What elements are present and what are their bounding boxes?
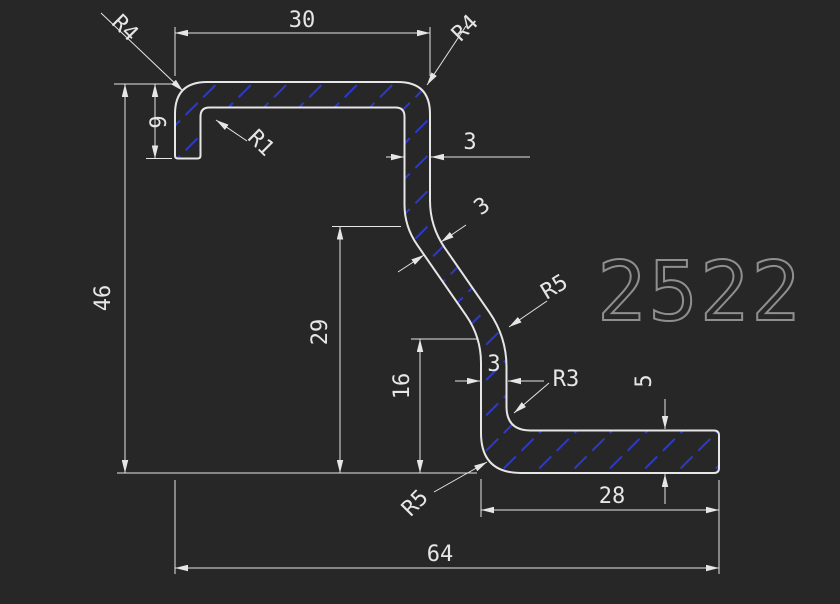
dim-text-wall-thickness-diagonal: 3: [470, 193, 495, 221]
dim-top-width: 30: [174, 8, 431, 76]
radius-text-lip-inner: R1: [242, 125, 278, 161]
leader-line: [100, 12, 184, 92]
leader-radius-mid-bend: R5: [508, 270, 573, 328]
dim-bottom-flange-length: 28: [480, 479, 719, 517]
dim-overall-height: 46: [91, 83, 477, 474]
leader-line: [426, 25, 467, 86]
dim-text-bottom-flange-thickness: 5: [632, 374, 657, 387]
part-number: 2522: [597, 245, 802, 340]
leader-line: [513, 382, 550, 414]
radius-text-top-left: R4: [106, 10, 142, 46]
dim-text-lower-wall-height: 16: [390, 373, 415, 400]
dim-bottom-flange-thickness: 5: [632, 374, 669, 504]
leader-line: [215, 119, 248, 142]
dim-text-overall-height: 46: [91, 285, 116, 312]
dim-web-height: 29: [308, 226, 401, 473]
dim-text-lip-height: 9: [147, 115, 172, 128]
dim-wall-thickness-lower: 3: [455, 352, 544, 385]
dim-text-wall-thickness-top: 3: [463, 130, 476, 155]
leader-radius-bottom-inner: R3: [513, 367, 580, 414]
dim-lower-wall-height: 16: [390, 338, 477, 473]
dim-lip-height: 9: [146, 84, 172, 159]
dim-overall-width: 64: [174, 480, 720, 574]
dim-text-overall-width: 64: [427, 542, 454, 567]
dim-text-wall-thickness-lower: 3: [487, 352, 500, 377]
leader-line: [508, 300, 548, 328]
radius-text-top-right: R4: [447, 10, 483, 46]
leader-radius-bottom-outer: R5: [397, 461, 488, 522]
leader-radius-top-left: R4: [100, 10, 184, 92]
leader-radius-top-right: R4: [426, 10, 484, 86]
profile: [174, 81, 720, 474]
dim-text-top-width: 30: [289, 8, 316, 33]
arrow-segment: [397, 254, 425, 273]
radius-text-bottom-inner: R3: [553, 367, 580, 392]
dim-text-bottom-flange-length: 28: [599, 484, 626, 509]
dim-wall-thickness-top: 3: [386, 130, 530, 161]
leader-radius-lip-inner: R1: [215, 119, 279, 162]
arrow-segment: [440, 224, 467, 243]
radius-text-bottom-outer: R5: [397, 485, 433, 521]
radius-text-mid-bend: R5: [537, 270, 573, 305]
profile-outline: [174, 81, 720, 474]
dim-text-web-height: 29: [308, 319, 333, 346]
leader-line: [433, 461, 488, 493]
